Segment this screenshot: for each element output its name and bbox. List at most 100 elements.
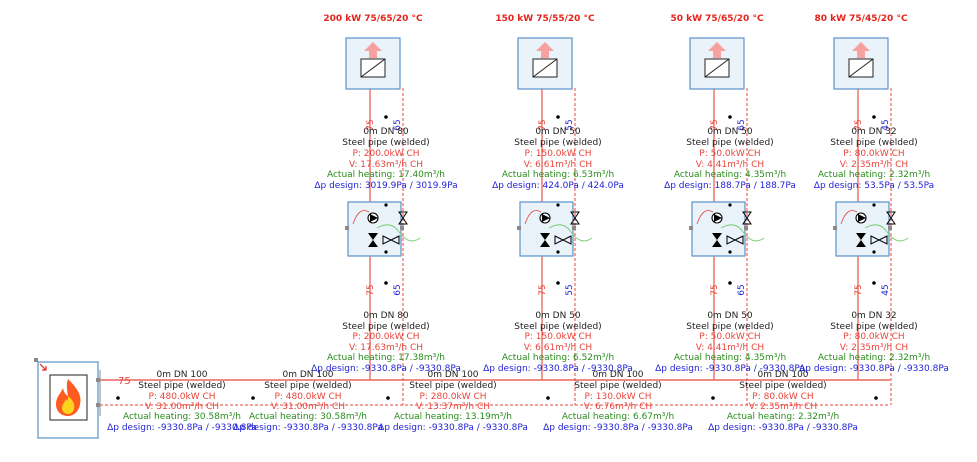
circuit-1-upper-dot (384, 115, 388, 119)
circuit-1-lower-pipe-actual: Actual heating: 17.38m³/h (327, 353, 445, 363)
circuit-1-bypass-line (376, 224, 421, 242)
circuit-3-mixing-valve-icon (712, 233, 722, 247)
circuit-1-bypass-valve-icon (382, 235, 400, 245)
boiler-supply-port (96, 378, 100, 382)
circuit-4-upper-pipe-length: 0m DN 32 (851, 127, 896, 137)
circuit-2-valve-box[interactable] (519, 201, 574, 257)
main-segment-5-material: Steel pipe (welded) (739, 381, 826, 391)
circuit-4-lower-supply-temp: 75 (854, 284, 864, 295)
circuit-4-return-valve-icon (886, 211, 896, 225)
circuit-1-valve-box-left-port (345, 226, 349, 230)
circuit-4-valve-bottom-dot (872, 250, 876, 254)
circuit-1-lower-return-temp: 65 (393, 284, 403, 295)
circuit-1-lower-supply-temp: 75 (366, 284, 376, 295)
main-segment-1-dp: Δp design: -9330.8Pa / -9330.8Pa (107, 423, 257, 433)
circuit-2-pump-arrow (542, 214, 550, 222)
circuit-4-lower-return-temp: 45 (881, 284, 891, 295)
circuit-4-upper-return-temp: 45 (881, 119, 891, 130)
circuit-4-upper-pipe-power: P: 80.0kW CH (843, 149, 904, 159)
circuit-3-lower-pipe-actual: Actual heating: 4.35m³/h (674, 353, 786, 363)
circuit-3-lower-supply-temp: 75 (710, 284, 720, 295)
circuit-2-valve-top-dot (556, 203, 560, 207)
circuit-2-upper-pipe-volume: V: 6.61m³/h CH (524, 160, 592, 170)
circuit-3-upper-pipe-volume: V: 4.41m³/h CH (696, 160, 764, 170)
circuit-3-valve-bottom-dot (728, 250, 732, 254)
main-junction-dot-5 (711, 396, 715, 400)
circuit-1-lower-pipe-volume: V: 17.63m³/h CH (349, 343, 423, 353)
circuit-3-pump-arrow (714, 214, 722, 222)
circuit-1-upper-pipe-power: P: 200.0kW CH (352, 149, 419, 159)
circuit-1-lower-pipe-power: P: 200.0kW CH (352, 332, 419, 342)
circuit-3-bypass-valve-icon (726, 235, 744, 245)
circuit-4-bypass-line (864, 224, 909, 242)
circuit-2-lower-pipe-dp: Δp design: -9330.8Pa / -9330.8Pa (483, 364, 633, 374)
circuit-3-lower-pipe-length: 0m DN 50 (707, 311, 753, 321)
main-segment-1-material: Steel pipe (welded) (138, 381, 225, 391)
main-supply-temp-label: 75 (118, 376, 131, 387)
circuit-4-pump-arrow (858, 214, 866, 222)
main-segment-5-power: P: 80.0kW CH (752, 392, 813, 402)
circuit-4-upper-pipe-dp: Δp design: 53.5Pa / 53.5Pa (814, 181, 934, 191)
main-segment-1-power: P: 480.0kW CH (148, 392, 215, 402)
circuit-4-valve-box-right-port (888, 226, 892, 230)
main-segment-5-dp: Δp design: -9330.8Pa / -9330.8Pa (708, 423, 858, 433)
circuit-3-upper-supply-temp: 75 (710, 119, 720, 130)
circuit-2-lower-pipe-actual: Actual heating: 6.52m³/h (502, 353, 614, 363)
circuit-3-lower-pipe-volume: V: 4.41m³/h CH (696, 343, 764, 353)
main-segment-5-actual: Actual heating: 2.32m³/h (727, 412, 839, 422)
circuit-3-upper-return-temp: 65 (737, 119, 747, 130)
main-junction-dot-3 (386, 396, 390, 400)
boiler-corner-handle[interactable] (34, 358, 38, 362)
circuit-1-lower-dot (384, 281, 388, 285)
circuit-2-upper-pipe-power: P: 150.0kW CH (524, 149, 591, 159)
circuit-2-upper-pipe-length: 0m DN 50 (535, 127, 581, 137)
boiler-flame-core-icon (62, 396, 75, 414)
circuit-1-valve-box[interactable] (347, 201, 402, 257)
circuit-2-lower-dot (556, 281, 560, 285)
circuit-2-return-valve-icon (570, 211, 580, 225)
circuit-2-mixing-valve-icon (540, 233, 550, 247)
main-junction-dot-2 (251, 396, 255, 400)
circuit-2-lower-pipe-material: Steel pipe (welded) (514, 322, 601, 332)
circuit-2-valve-box-right-port (572, 226, 576, 230)
circuit-2-lower-pipe-length: 0m DN 50 (535, 311, 581, 321)
circuit-1-upper-pipe-length: 0m DN 80 (363, 127, 409, 137)
main-junction-dot-1 (116, 396, 120, 400)
circuit-2-valve-bottom-dot (556, 250, 560, 254)
circuit-1-pump-arrow (370, 214, 378, 222)
circuit-3-mix-line (696, 210, 714, 225)
circuit-2-lower-supply-temp: 75 (538, 284, 548, 295)
circuit-1-mixing-valve-icon (368, 233, 378, 247)
circuit-4-valve-box[interactable] (835, 201, 890, 257)
circuit-4-title: 80 kW 75/45/20 °C (814, 14, 907, 24)
boiler-resize-arrow-icon (39, 363, 47, 371)
circuit-4-lower-pipe-dp: Δp design: -9330.8Pa / -9330.8Pa (799, 364, 949, 374)
circuit-3-heat-up-arrow-icon (708, 42, 726, 58)
main-segment-3-volume: V: 13.37m³/h CH (416, 402, 490, 412)
circuit-4-lower-pipe-material: Steel pipe (welded) (830, 322, 917, 332)
circuit-3-radiator-diagonal (704, 58, 730, 78)
circuit-2-upper-pipe-actual: Actual heating: 6.53m³/h (502, 170, 614, 180)
main-segment-5-length: 0m DN 100 (757, 370, 808, 380)
main-segment-1-actual: Actual heating: 30.58m³/h (123, 412, 241, 422)
main-segment-3-power: P: 280.0kW CH (419, 392, 486, 402)
circuit-1-lower-pipe-dp: Δp design: -9330.8Pa / -9330.8Pa (311, 364, 461, 374)
circuit-4-radiator-diagonal (848, 58, 874, 78)
main-segment-4-dp: Δp design: -9330.8Pa / -9330.8Pa (543, 423, 693, 433)
circuit-1-mix-line (352, 210, 370, 225)
circuit-3-valve-box[interactable] (691, 201, 746, 257)
circuit-2-lower-pipe-power: P: 150.0kW CH (524, 332, 591, 342)
circuit-2-lower-pipe-volume: V: 6.61m³/h CH (524, 343, 592, 353)
main-segment-2-actual: Actual heating: 30.58m³/h (249, 412, 367, 422)
main-segment-2-dp: Δp design: -9330.8Pa / -9330.8Pa (233, 423, 383, 433)
circuit-2-mix-line (524, 210, 542, 225)
main-segment-4-power: P: 130.0kW CH (584, 392, 651, 402)
circuit-1-heat-up-arrow-icon (364, 42, 382, 58)
circuit-3-bypass-line (720, 224, 765, 242)
circuit-4-bypass-valve-icon (870, 235, 888, 245)
main-segment-2-material: Steel pipe (welded) (264, 381, 351, 391)
circuit-1-radiator-diagonal (360, 58, 386, 78)
main-segment-4-length: 0m DN 100 (592, 370, 643, 380)
circuit-3-valve-box-left-port (689, 226, 693, 230)
